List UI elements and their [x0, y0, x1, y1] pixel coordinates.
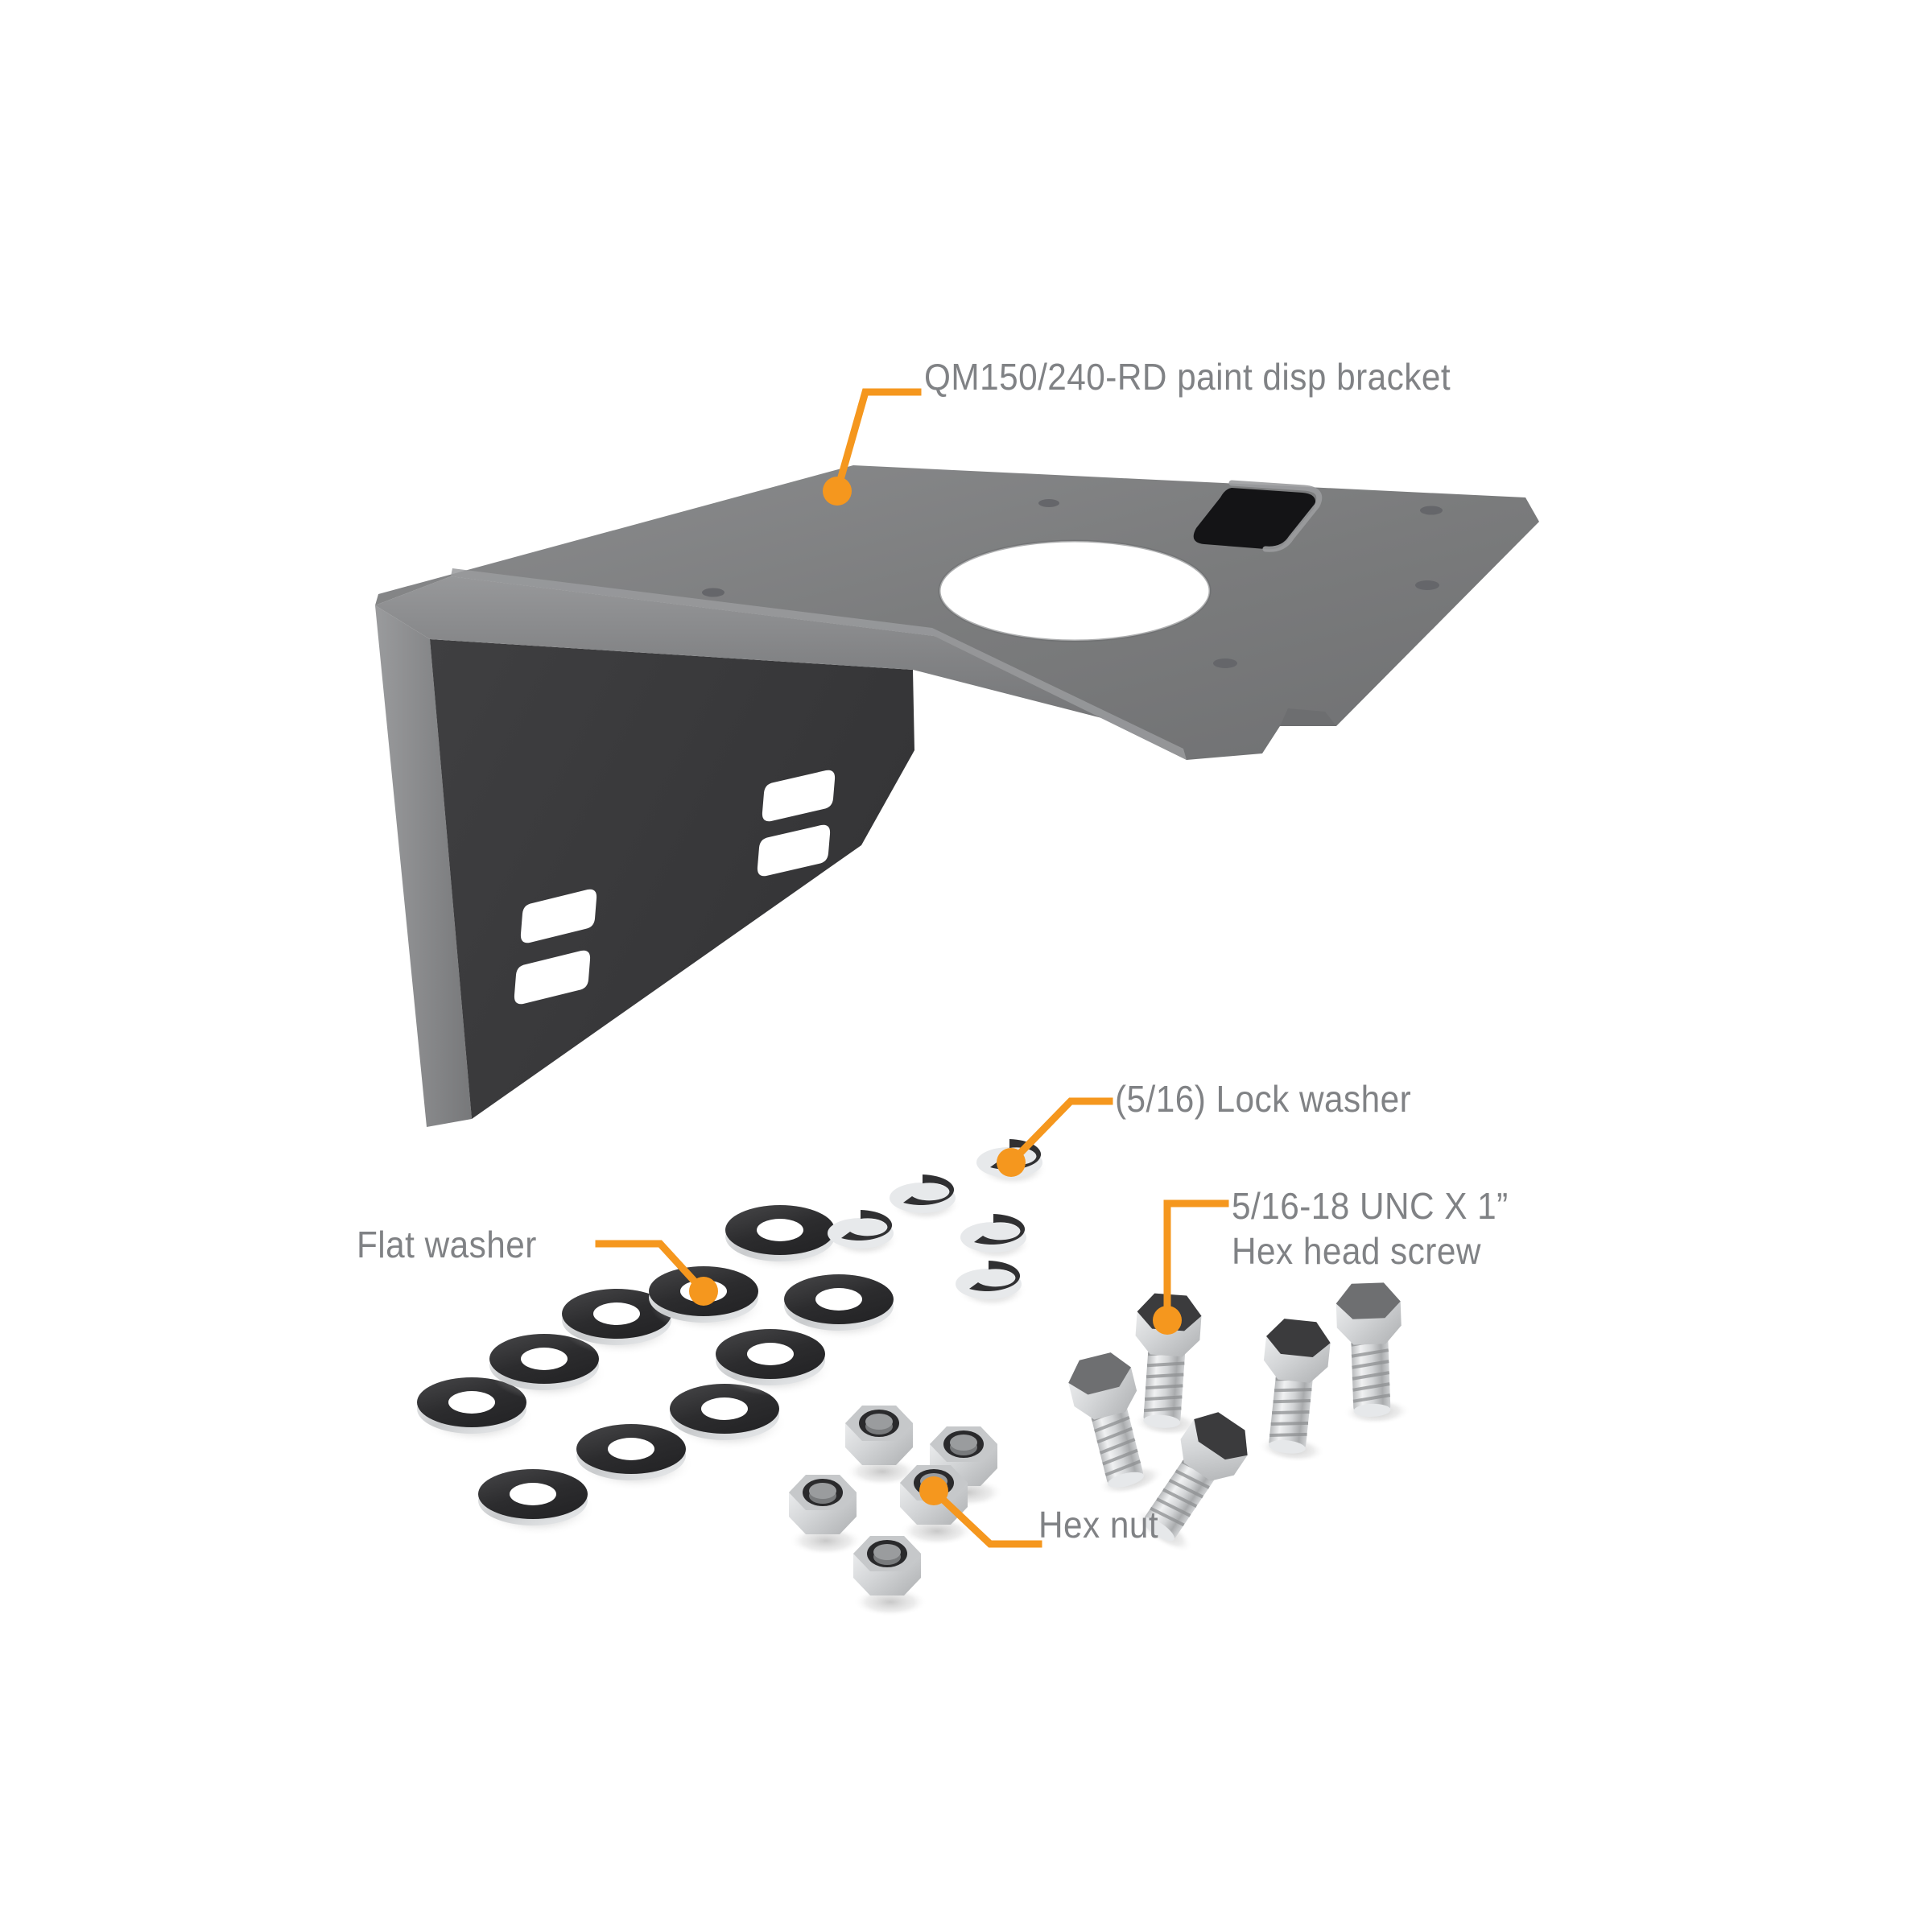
flat-washer-bore — [747, 1343, 794, 1365]
screw-head-top — [1068, 1352, 1131, 1395]
bracket-slot-group-lower — [514, 889, 597, 1005]
hex-head-screw — [1068, 1352, 1164, 1496]
hex-head-screw — [1335, 1282, 1411, 1425]
screw-head-top — [1266, 1319, 1331, 1358]
callout-dot-lock-washer — [997, 1148, 1026, 1177]
lock-washer-base — [956, 1269, 1022, 1299]
screw-shank — [1144, 1453, 1218, 1539]
lock-washer-base — [960, 1222, 1026, 1253]
callout-dot-hex-nut — [919, 1476, 948, 1505]
bracket-slot — [757, 824, 831, 877]
bracket-slot — [520, 889, 597, 943]
flat-washer-bore — [815, 1288, 862, 1311]
leader-line-lock-washer — [1005, 1097, 1113, 1168]
hex-head-screw — [1134, 1412, 1248, 1553]
flat-washer-group — [417, 1205, 902, 1536]
lock-washer — [974, 1214, 1026, 1245]
hex-nut — [789, 1475, 863, 1555]
callout-label-flat-washer: Flat washer — [357, 1224, 537, 1265]
callout-dot-hex-head-screw — [1153, 1306, 1182, 1335]
nut-thread — [950, 1439, 977, 1455]
lock-washer-base — [890, 1183, 956, 1213]
hex-head-screw-group — [1068, 1282, 1411, 1553]
flat-washer-bore — [448, 1391, 495, 1414]
flat-washer-bore — [608, 1438, 654, 1460]
screw-tip — [1142, 1517, 1174, 1542]
flat-washer-bore — [757, 1219, 803, 1241]
hex-nut-group — [789, 1406, 1004, 1616]
screw-head-top — [1335, 1282, 1401, 1319]
nut-thread — [873, 1549, 901, 1565]
bracket-dimple-hole — [1415, 580, 1439, 590]
bracket-dimple-hole — [1213, 658, 1237, 668]
bracket-rounded-square-cutout — [1193, 488, 1316, 550]
bracket-left-flange — [375, 605, 472, 1127]
callout-dot-bracket — [823, 477, 852, 506]
screw-label-line-1: 5/16-18 UNC X 1” — [1232, 1185, 1509, 1227]
callout-label-bracket: QM150/240-RD paint disp bracket — [924, 356, 1451, 398]
bracket-inner-face — [430, 639, 914, 1119]
lock-washer-base — [828, 1218, 894, 1249]
bracket-large-hole-shade — [938, 539, 1212, 642]
lock-washer — [903, 1174, 955, 1205]
bracket-dimple-hole — [1420, 506, 1443, 515]
bracket-slot — [762, 770, 836, 822]
hex-head-screw — [1257, 1319, 1331, 1463]
leader-line-bracket — [832, 388, 922, 496]
leader-line-flat-washer — [595, 1240, 709, 1297]
screw-label-line-2: Hex head screw — [1232, 1230, 1481, 1273]
screw-tip — [1353, 1403, 1391, 1417]
bracket-edge-notch — [1280, 708, 1336, 726]
bracket-slot-group-upper — [757, 770, 836, 877]
callout-label-hex-head-screw: 5/16-18 UNC X 1”Hex head screw — [1232, 1183, 1509, 1274]
flat-washer-bore — [510, 1483, 556, 1505]
lock-washer-group — [828, 1139, 1048, 1308]
screw-tip — [1143, 1414, 1181, 1428]
flat-washer-bore — [701, 1397, 748, 1420]
bracket-large-round-hole — [939, 541, 1210, 641]
callout-dots — [689, 477, 1182, 1505]
hex-nut — [845, 1406, 919, 1486]
bracket-part — [375, 465, 1539, 1127]
screw-tip — [1268, 1439, 1306, 1454]
screw-head-top — [1194, 1412, 1248, 1460]
callout-label-lock-washer: (5/16) Lock washer — [1115, 1078, 1412, 1120]
nut-thread — [865, 1418, 893, 1435]
bracket-front-bend — [375, 576, 1190, 760]
hex-nut — [853, 1536, 927, 1616]
callout-dot-flat-washer — [689, 1277, 718, 1306]
callout-leaders — [595, 388, 1229, 1548]
flat-washer-bore — [521, 1348, 568, 1370]
bracket-cutout-rim — [1228, 480, 1323, 552]
flat-washer-bore — [593, 1302, 640, 1325]
leader-line-hex-head-screw — [1163, 1199, 1229, 1324]
callout-label-hex-nut: Hex nut — [1038, 1504, 1159, 1546]
bracket-dimple-hole — [702, 588, 724, 597]
lock-washer — [969, 1261, 1021, 1291]
screw-tip — [1108, 1472, 1144, 1488]
lock-washer — [841, 1210, 893, 1241]
nut-thread — [809, 1488, 836, 1504]
bracket-slot — [514, 950, 591, 1005]
bracket-dimple-hole — [1038, 499, 1059, 507]
leader-line-hex-nut — [928, 1485, 1042, 1548]
